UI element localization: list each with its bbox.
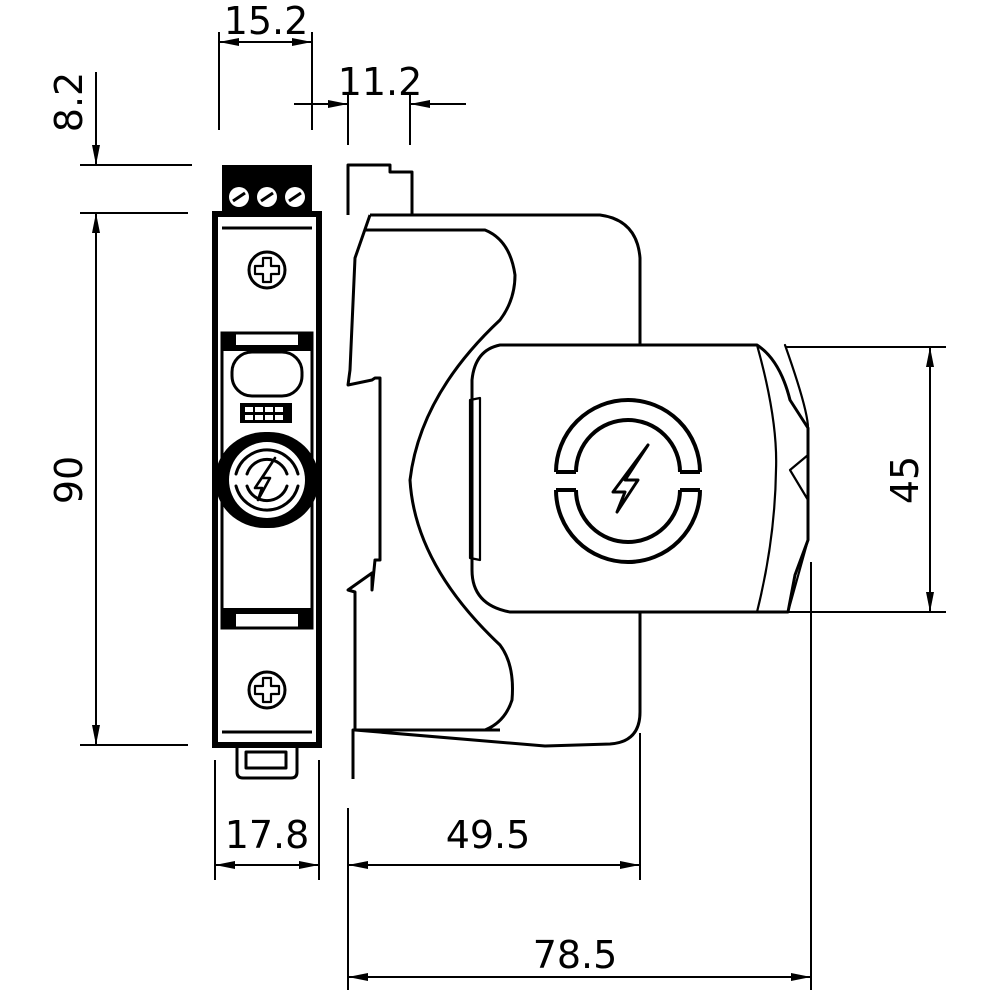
side-curved-bay	[365, 228, 517, 732]
upper-screw-icon	[247, 250, 287, 290]
side-housing-outline	[354, 213, 642, 748]
side-view	[346, 163, 810, 779]
front-view	[212, 165, 322, 780]
rear-slot	[468, 396, 482, 562]
side-cartridge	[470, 343, 810, 614]
cartridge-grip-outer	[783, 343, 810, 430]
surge-lightning-icon	[554, 398, 702, 564]
dim-total-depth: 78.5	[533, 933, 618, 977]
cartridge-grip-notch	[788, 453, 810, 502]
status-window	[230, 350, 304, 398]
surge-lightning-icon	[215, 432, 319, 528]
side-terminal-stub	[346, 163, 414, 215]
din-rail-profile	[346, 214, 382, 779]
dimension-lines	[80, 32, 946, 990]
dimension-labels: 15.2 11.2 8.2 90 17.8 49.5 78.5 45	[47, 0, 927, 977]
dim-terminal-height: 8.2	[47, 72, 91, 132]
cartridge-top-clips	[222, 333, 312, 351]
dim-top-width: 15.2	[224, 0, 309, 43]
cartridge-grip-line	[755, 343, 778, 614]
indicator-pads	[240, 403, 292, 423]
dim-mount-depth: 49.5	[446, 813, 531, 857]
lower-screw-icon	[247, 670, 287, 710]
terminal-screws	[229, 187, 305, 207]
dim-cartridge-height: 45	[883, 456, 927, 504]
dim-body-height: 90	[47, 456, 91, 504]
din-clip	[235, 745, 299, 780]
dim-module-width: 17.8	[225, 813, 310, 857]
cartridge-bottom-clips	[222, 608, 312, 628]
cartridge-grip-edge	[786, 538, 810, 614]
dim-rail-offset: 11.2	[338, 60, 423, 104]
